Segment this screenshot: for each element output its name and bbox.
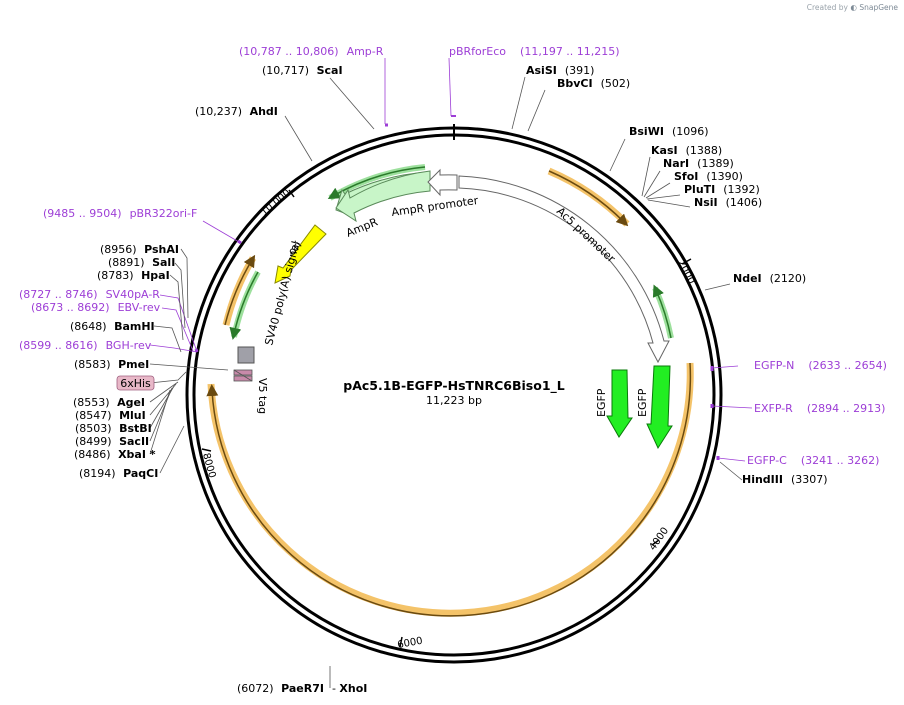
primer-egfp-c: EGFP-C(3241 .. 3262) bbox=[747, 454, 879, 467]
ori-feature bbox=[274, 224, 327, 284]
snapgene-logo-icon: ◐ bbox=[850, 3, 857, 12]
ampr-promoter-feature bbox=[427, 168, 458, 197]
site-sfoi: SfoI(1390) bbox=[674, 170, 743, 183]
primer-pbr322ori-f: (9485 .. 9504)pBR322ori-F bbox=[43, 207, 197, 220]
his-tag-label: 6xHis bbox=[120, 377, 151, 390]
primer-pbrforeco: pBRforEco(11,197 .. 11,215) bbox=[449, 45, 620, 58]
ampr-body bbox=[335, 170, 431, 223]
watermark-brand: SnapGene bbox=[859, 3, 898, 12]
egfp-feature-1 bbox=[606, 369, 633, 438]
site-xbai: (8486) XbaI * bbox=[74, 448, 156, 461]
egfp-label-2: EGFP bbox=[636, 388, 649, 417]
primer-bgh-rev: (8599 .. 8616)BGH-rev bbox=[19, 339, 152, 352]
primer-egfp-n: EGFP-N(2633 .. 2654) bbox=[754, 359, 887, 372]
site-scai: (10,717) ScaI bbox=[262, 64, 343, 77]
site-pmei: (8583) PmeI bbox=[74, 358, 149, 371]
site-pshai: (8956) PshAI bbox=[100, 243, 179, 256]
ampr-promoter-label: AmpR promoter bbox=[391, 194, 480, 219]
ac5-promoter-feature bbox=[458, 175, 670, 364]
site-nsii: NsiI(1406) bbox=[694, 196, 762, 209]
v5-his-marker bbox=[233, 369, 253, 382]
site-ahdi: (10,237) AhdI bbox=[195, 105, 278, 118]
site-kasi: KasI(1388) bbox=[651, 144, 722, 157]
primer-sv40pa-r: (8727 .. 8746)SV40pA-R bbox=[19, 288, 160, 301]
site-sali: (8891) SalI bbox=[108, 256, 175, 269]
orf-arcs bbox=[206, 167, 694, 617]
ampr-label: AmpR bbox=[344, 215, 380, 239]
site-hindiii: HindIII(3307) bbox=[742, 473, 828, 486]
site-bamhi: (8648) BamHI bbox=[70, 320, 155, 333]
ac5-promoter-label: Ac5 promoter bbox=[554, 205, 618, 266]
sv40-polya-label: SV40 poly(A) signal bbox=[262, 240, 302, 347]
site-ndei: NdeI(2120) bbox=[733, 272, 806, 285]
green-orf-lines bbox=[229, 164, 674, 340]
primer-exfp-r: EXFP-R(2894 .. 2913) bbox=[754, 402, 885, 415]
site-nari: NarI(1389) bbox=[663, 157, 734, 170]
sv40-polya-box bbox=[237, 346, 255, 364]
site-asisi: AsiSI(391) bbox=[526, 64, 594, 77]
primer-labels: (10,787 .. 10,806)Amp-R pBRforEco(11,197… bbox=[19, 45, 887, 467]
primer-ebv-rev: (8673 .. 8692)EBV-rev bbox=[31, 301, 161, 314]
snapgene-watermark: Created by ◐ SnapGene bbox=[807, 3, 898, 12]
plasmid-name: pAc5.1B-EGFP-HsTNRC6Biso1_L bbox=[343, 378, 565, 394]
orf-arc-large bbox=[207, 362, 694, 617]
v5-tag-label: V5 tag bbox=[256, 378, 269, 414]
site-paer7i: (6072) PaeR7I- XhoI bbox=[237, 682, 367, 695]
site-paqci: (8194) PaqCI bbox=[79, 467, 158, 480]
tick-label-6000: 6000 bbox=[397, 636, 424, 651]
site-agei: (8553) AgeI bbox=[73, 396, 145, 409]
tick-label-4000: 4000 bbox=[647, 526, 671, 553]
site-sacii: (8499) SacII bbox=[75, 435, 149, 448]
plasmid-length: 11,223 bp bbox=[426, 394, 482, 407]
site-bsiwi: BsiWI(1096) bbox=[629, 125, 709, 138]
site-bbvci: BbvCI(502) bbox=[557, 77, 630, 90]
leader-lines bbox=[149, 57, 753, 688]
watermark-prefix: Created by bbox=[806, 3, 848, 12]
tick-label-10000: 10,000 bbox=[259, 187, 293, 218]
his-tag-badge bbox=[116, 375, 155, 391]
site-labels: (10,717) ScaI AsiSI(391) BbvCI(502) (10,… bbox=[70, 64, 828, 695]
site-mlui: (8547) MluI bbox=[75, 409, 146, 422]
site-hpai: (8783) HpaI bbox=[97, 269, 170, 282]
primer-amp-r: (10,787 .. 10,806)Amp-R bbox=[239, 45, 384, 58]
egfp-feature-2 bbox=[646, 365, 673, 450]
tick-label-2000: 2000 bbox=[675, 258, 696, 286]
site-bstbi: (8503) BstBI bbox=[75, 422, 152, 435]
egfp-label-1: EGFP bbox=[595, 388, 608, 417]
site-pluti: PluTI(1392) bbox=[684, 183, 760, 196]
